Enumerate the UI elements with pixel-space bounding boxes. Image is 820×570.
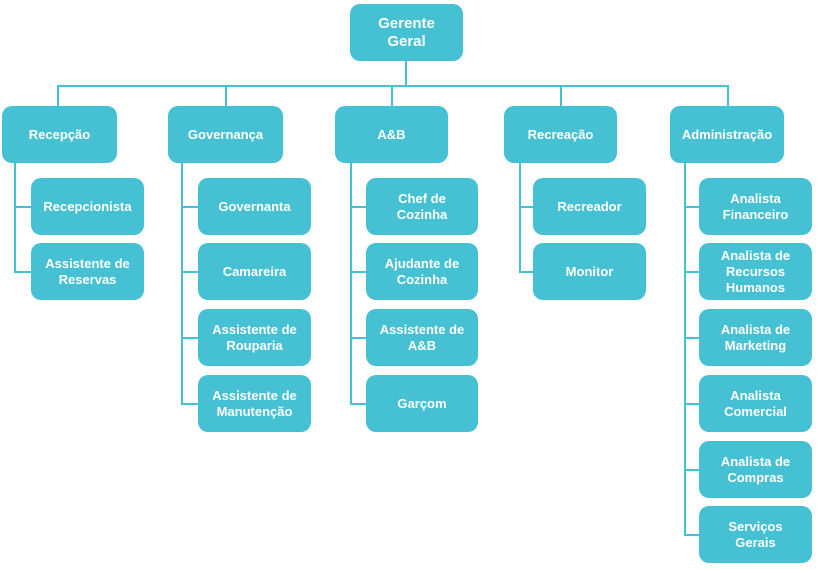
node-role: Analista Comercial (699, 375, 812, 432)
node-department-ab: A&B (335, 106, 448, 163)
node-role: Monitor (533, 243, 646, 300)
node-role: Assistente de A&B (366, 309, 478, 366)
node-role: Analista de Compras (699, 441, 812, 498)
node-role: Assistente de Reservas (31, 243, 144, 300)
connector-dept-recreacao (560, 85, 562, 107)
connector-trunk-ab (350, 162, 352, 404)
node-role: Recepcionista (31, 178, 144, 235)
node-role: Camareira (198, 243, 311, 300)
node-department-recreacao: Recreação (504, 106, 617, 163)
connector-branch (684, 271, 700, 273)
connector-branch (181, 337, 199, 339)
connector-branch (519, 206, 534, 208)
connector-dept-recepcao (57, 85, 59, 107)
node-role: Chef de Cozinha (366, 178, 478, 235)
node-department-governanca: Governança (168, 106, 283, 163)
connector-trunk-governanca (181, 162, 183, 404)
connector-branch (684, 206, 700, 208)
node-role: Analista de Recursos Humanos (699, 243, 812, 300)
node-role: Analista Financeiro (699, 178, 812, 235)
connector-branch (14, 206, 32, 208)
connector-branch (684, 534, 700, 536)
connector-trunk-recepcao (14, 162, 16, 272)
connector-branch (350, 337, 367, 339)
connector-trunk-recreacao (519, 162, 521, 272)
connector-dept-administracao (727, 85, 729, 107)
connector-dept-governanca (225, 85, 227, 107)
connector-branch (350, 271, 367, 273)
node-department-administracao: Administração (670, 106, 784, 163)
node-role: Governanta (198, 178, 311, 235)
node-role: Assistente de Manutenção (198, 375, 311, 432)
connector-branch (181, 206, 199, 208)
node-role: Assistente de Rouparia (198, 309, 311, 366)
node-role: Garçom (366, 375, 478, 432)
node-role: Ajudante de Cozinha (366, 243, 478, 300)
connector-dept-ab (391, 85, 393, 107)
connector-branch (181, 271, 199, 273)
connector-branch (684, 469, 700, 471)
node-department-recepcao: Recepção (2, 106, 117, 163)
connector-branch (684, 403, 700, 405)
node-role: Analista de Marketing (699, 309, 812, 366)
connector-branch (350, 206, 367, 208)
connector-branch (350, 403, 367, 405)
node-role: Recreador (533, 178, 646, 235)
connector-branch (684, 337, 700, 339)
node-gerente-geral: Gerente Geral (350, 4, 463, 61)
connector-branch (14, 271, 32, 273)
connector-branch (181, 403, 199, 405)
connector-trunk-administracao (684, 162, 686, 535)
connector-root-down (405, 60, 407, 86)
connector-branch (519, 271, 534, 273)
node-role: Serviços Gerais (699, 506, 812, 563)
